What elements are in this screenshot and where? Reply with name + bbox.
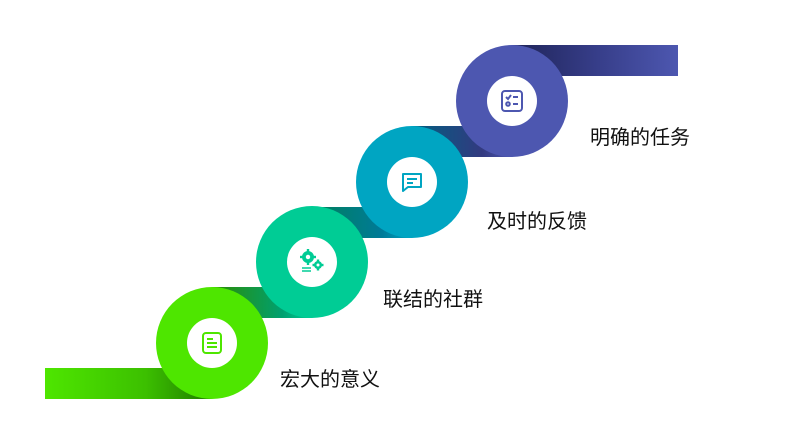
document-list-icon (202, 332, 222, 354)
step-label-4: 明确的任务 (590, 125, 690, 149)
checklist-icon (501, 90, 523, 112)
gears-icon (300, 249, 324, 272)
step-circle-3 (356, 126, 468, 238)
step-circle-2 (256, 206, 368, 318)
step-label-1: 宏大的意义 (280, 367, 380, 391)
step-circle-4 (456, 45, 568, 157)
chat-message-icon (402, 173, 422, 192)
step-label-2: 联结的社群 (383, 287, 483, 311)
step-circle-1 (156, 287, 268, 399)
step-label-3: 及时的反馈 (487, 209, 587, 233)
